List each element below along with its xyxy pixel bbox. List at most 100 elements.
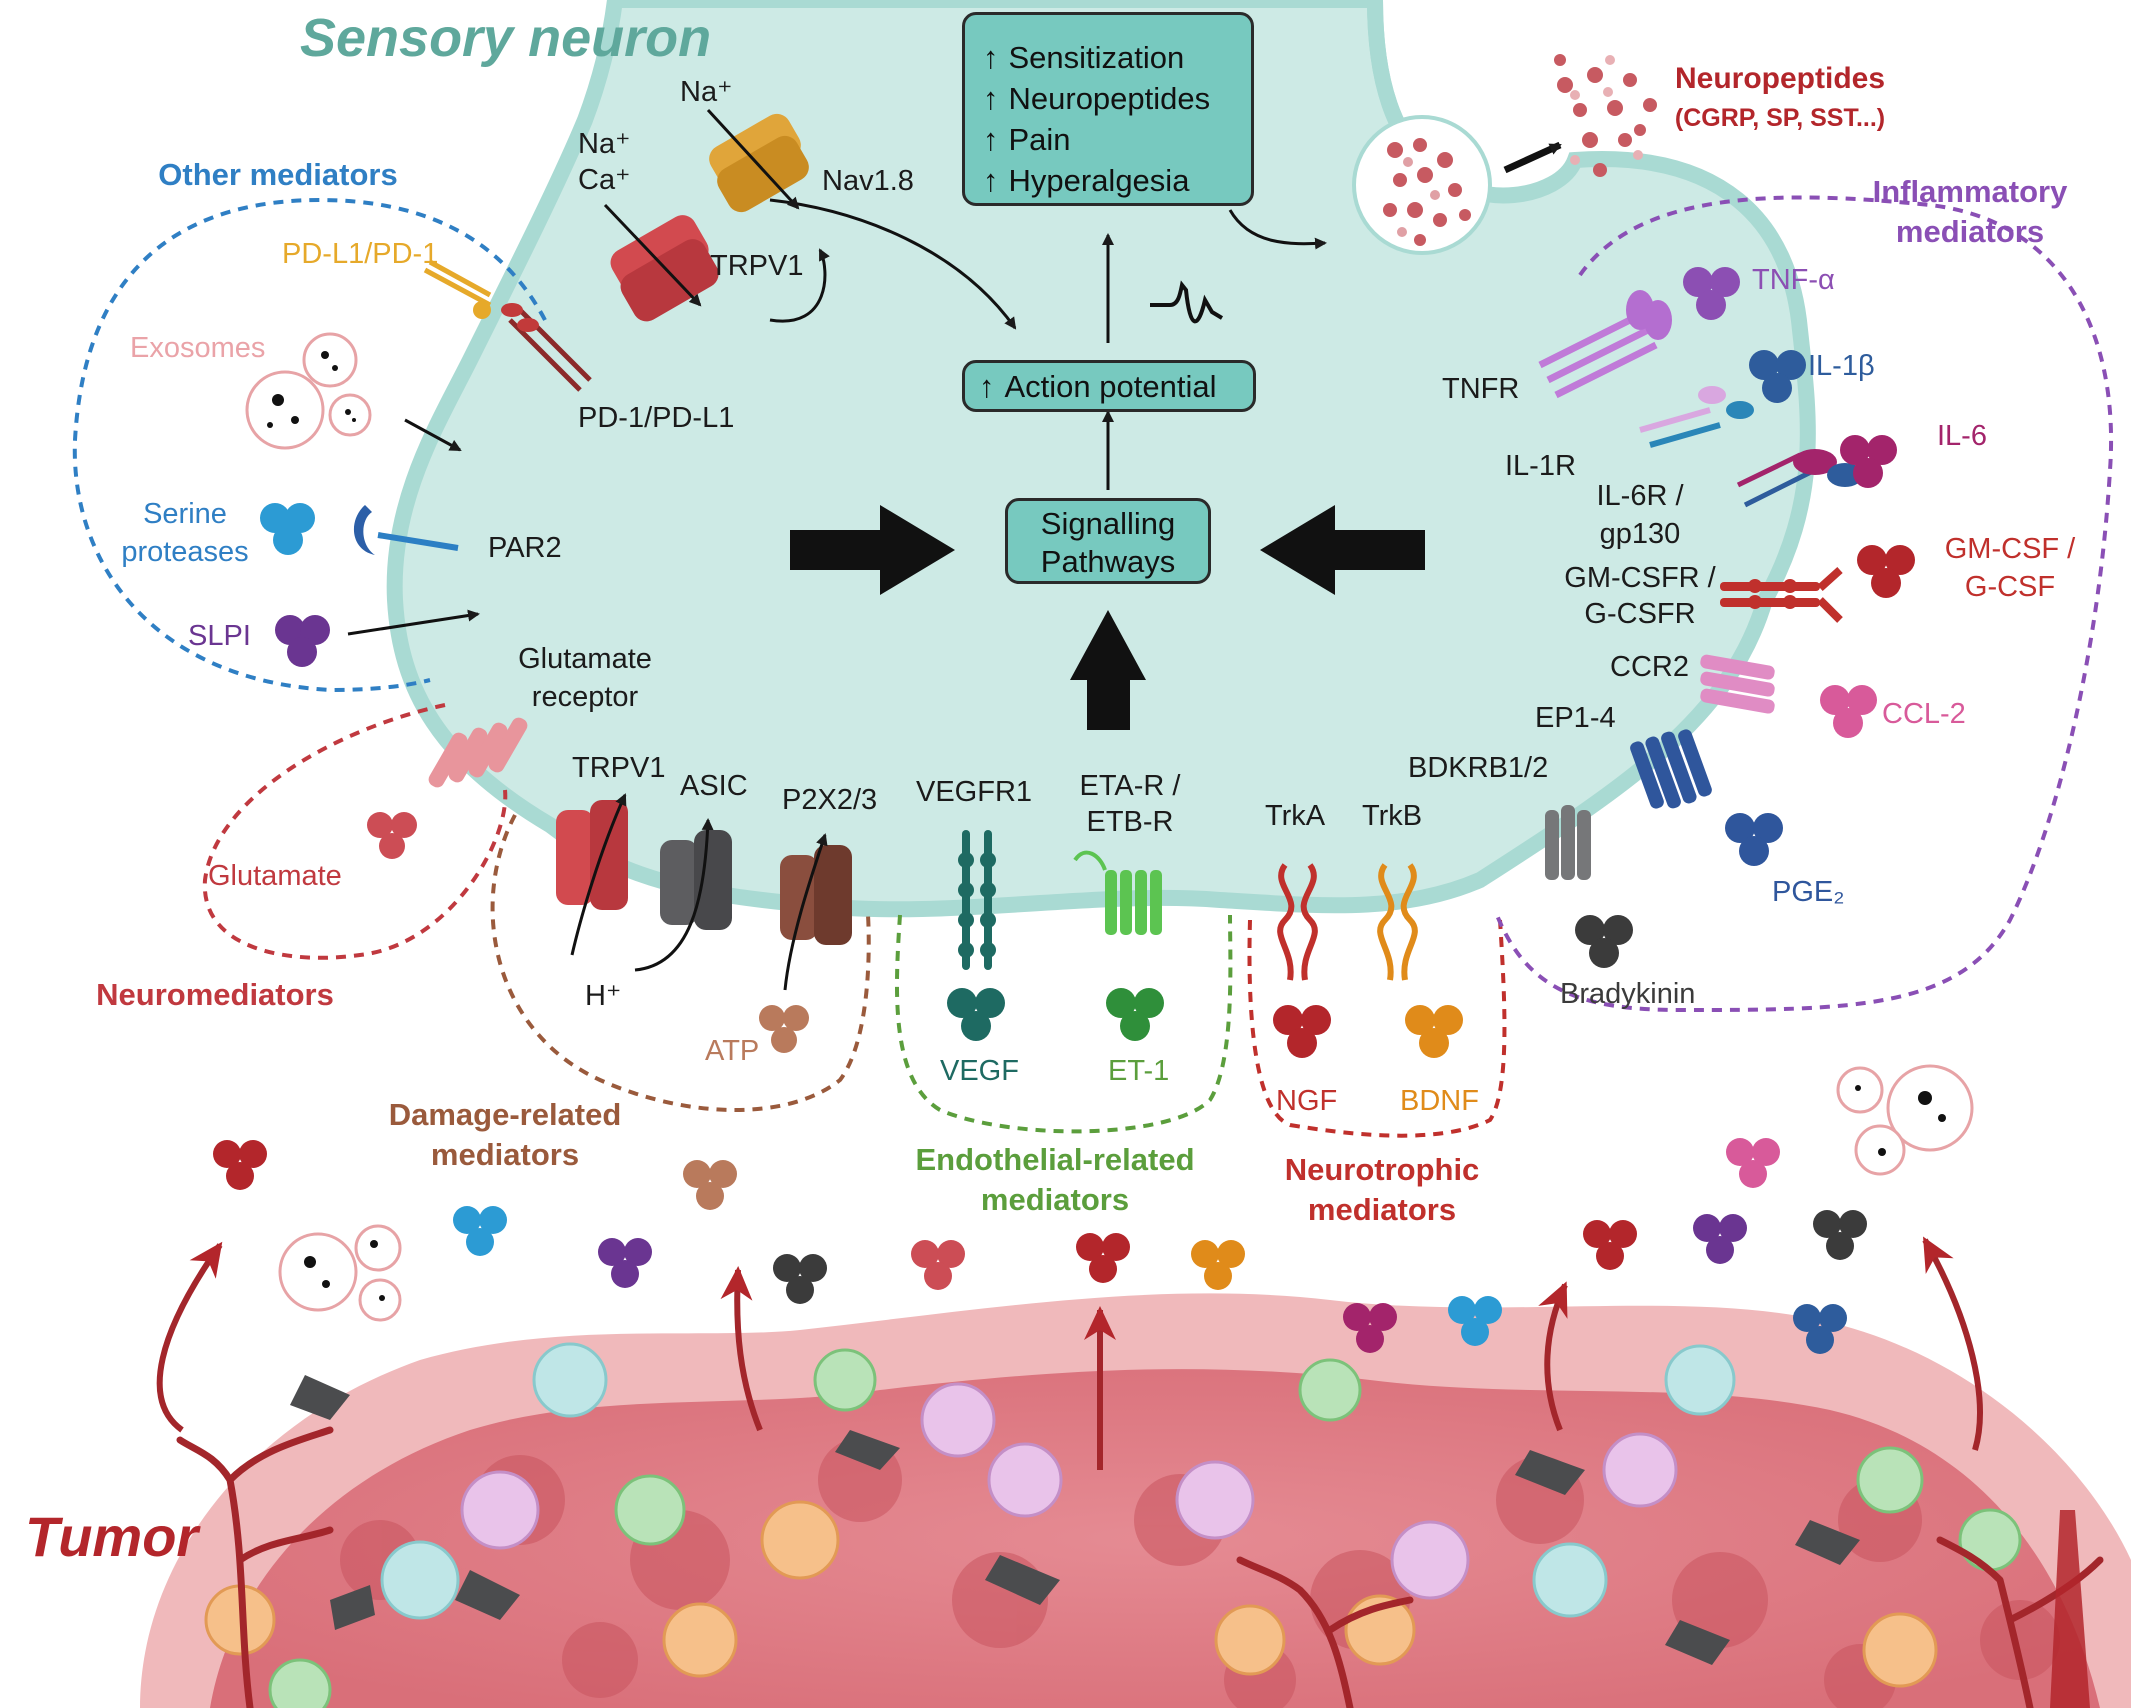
bdnf-icon [1405, 1005, 1463, 1058]
nav18-channel [709, 113, 809, 213]
asic-label: ASIC [680, 770, 748, 802]
atp-label: ATP [705, 1035, 760, 1067]
atp-icon [759, 1005, 809, 1053]
slpi-icon [275, 615, 330, 667]
effects-box: ↑Sensitization ↑Neuropeptides ↑Pain ↑Hyp… [962, 12, 1254, 206]
asic-channel [660, 830, 732, 930]
ccr2-receptor [1700, 654, 1775, 714]
arrow-left-into-signalling [790, 505, 955, 595]
nav18-label: Nav1.8 [822, 165, 914, 197]
exosomes-icon [245, 332, 372, 450]
il6-label: IL-6 [1937, 420, 1987, 452]
neuropeptides-released-icon [1554, 54, 1657, 177]
il1r-receptor [1639, 386, 1754, 448]
tnfa-icon [1683, 267, 1740, 320]
neurotrophic-outline [1247, 919, 1507, 1138]
trkb-label: TrkB [1362, 800, 1423, 832]
trkb-receptor [1377, 863, 1418, 981]
il1r-label: IL-1R [1505, 450, 1576, 482]
neuromediators-outline [202, 703, 508, 960]
action-potential-spike [1150, 280, 1224, 324]
neuromediators-title: Neuromediators [96, 977, 334, 1012]
effect-neuropeptides: ↑Neuropeptides [983, 81, 1211, 116]
bradykinin-icon [1575, 915, 1633, 968]
na-label: Na⁺ [578, 128, 631, 160]
neuropeptides-examples: (CGRP, SP, SST...) [1674, 104, 1886, 132]
tumor-cells [340, 1438, 2060, 1708]
vegfr1-receptor [958, 830, 996, 970]
exosomes-label: Exosomes [130, 332, 266, 364]
pd1-receptor [423, 259, 592, 392]
il1b-label: IL-1β [1808, 350, 1875, 382]
serine-proteases-icon [260, 503, 315, 555]
bradykinin-label: Bradykinin [1560, 978, 1696, 1010]
et1-icon [1106, 988, 1164, 1041]
arrow-up-into-signalling [1070, 610, 1146, 730]
ccl2-icon [1820, 685, 1877, 738]
trpv1-top-channel [610, 215, 719, 322]
gmcsfr-label: GM-CSFR /G-CSFR [1564, 562, 1716, 630]
tnfr-receptor [1538, 290, 1672, 399]
gmcsf-label: GM-CSF /G-CSF [1944, 533, 2076, 603]
ep-receptor [1630, 729, 1712, 809]
glutamate-label: Glutamate [208, 860, 342, 892]
slpi-label: SLPI [188, 620, 251, 652]
na-top-label: Na⁺ [680, 76, 733, 108]
action-potential-box: ↑Action potential [962, 360, 1256, 412]
pdl1-label: PD-L1/PD-1 [282, 238, 439, 270]
p2x-channel [780, 845, 852, 945]
pge2-icon [1725, 813, 1783, 866]
trpv1-top-label: TRPV1 [710, 250, 804, 282]
ngf-icon [1273, 1005, 1331, 1058]
effect-sensitization: ↑Sensitization [983, 40, 1185, 75]
trka-label: TrkA [1265, 800, 1326, 832]
glutamate-receptor [428, 717, 528, 788]
ep-label: EP1-4 [1535, 702, 1616, 734]
immune-cells [204, 1342, 2022, 1708]
trka-receptor [1277, 863, 1318, 981]
tumor-label: Tumor [25, 1505, 199, 1568]
bdkrb-label: BDKRB1/2 [1408, 752, 1549, 784]
neuropeptides-title: Neuropeptides [1674, 62, 1886, 95]
glutamate-icon [367, 812, 417, 859]
effect-hyperalgesia: ↑Hyperalgesia [983, 163, 1190, 198]
vegfr1-label: VEGFR1 [916, 776, 1033, 808]
par2-label: PAR2 [488, 532, 562, 564]
damage-outline [490, 814, 871, 1112]
h-plus-label: H⁺ [585, 980, 622, 1012]
eta-receptor [1073, 850, 1162, 935]
gmcsfr-receptor [1720, 567, 1843, 623]
other-mediators-outline [72, 197, 547, 693]
endothelial-outline [895, 914, 1233, 1134]
bdnf-label: BDNF [1400, 1085, 1479, 1117]
trpv1-bottom-channel [556, 800, 628, 910]
other-mediators-title: Other mediators [158, 157, 398, 192]
ngf-label: NGF [1276, 1085, 1338, 1117]
fibroblasts [290, 1375, 1860, 1665]
tnfr-label: TNFR [1442, 373, 1520, 405]
gmcsf-icon [1857, 545, 1915, 598]
eta-label: ETA-R /ETB-R [1079, 770, 1181, 838]
trpv1-bottom-label: TRPV1 [572, 752, 666, 784]
ca-label: Ca⁺ [578, 164, 631, 196]
pd1-label: PD-1/PD-L1 [578, 402, 735, 434]
bdkrb-receptor [1545, 805, 1591, 880]
il6-icon [1840, 435, 1897, 488]
diagram-title: Sensory neuron [300, 8, 712, 68]
effect-pain: ↑Pain [983, 122, 1071, 157]
neuropeptide-vesicle [1352, 115, 1492, 255]
p2x-label: P2X2/3 [782, 784, 878, 816]
tnfa-label: TNF-α [1752, 264, 1835, 296]
pge2-label: PGE₂ [1772, 876, 1845, 908]
ccr2-label: CCR2 [1610, 651, 1689, 683]
il6r-label: IL-6R /gp130 [1596, 480, 1684, 550]
ccl2-label: CCL-2 [1882, 698, 1966, 730]
